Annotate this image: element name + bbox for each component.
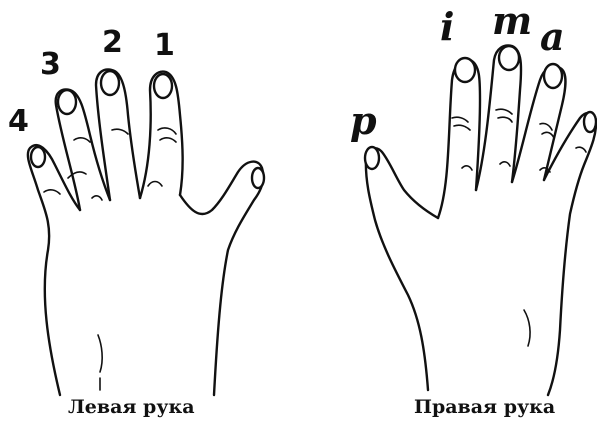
right-finger-label-i: i bbox=[440, 4, 454, 49]
left-finger-label-2: 2 bbox=[102, 25, 123, 60]
left-finger-label-4: 4 bbox=[8, 104, 29, 139]
left-finger-label-1: 1 bbox=[154, 28, 175, 63]
left-hand-drawing bbox=[28, 70, 264, 395]
left-finger-label-3: 3 bbox=[40, 47, 61, 82]
left-hand-caption: Левая рука bbox=[68, 396, 195, 418]
right-hand-caption: Правая рука bbox=[414, 396, 555, 418]
right-finger-label-a: a bbox=[540, 14, 565, 59]
right-finger-label-m: m bbox=[492, 0, 532, 43]
right-hand-drawing bbox=[365, 46, 596, 395]
right-finger-label-p: p bbox=[350, 98, 377, 143]
